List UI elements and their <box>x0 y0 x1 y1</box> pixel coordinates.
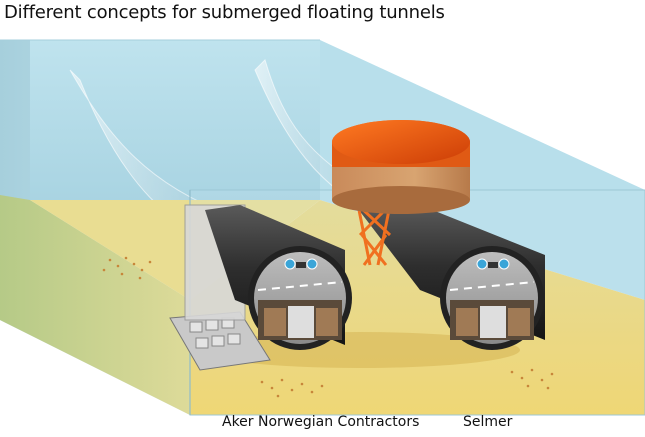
seabed-left <box>0 195 190 415</box>
diagram-title: Different concepts for submerged floatin… <box>4 2 445 23</box>
caption-aker-norwegian-contractors: Aker Norwegian Contractors <box>222 414 420 430</box>
support-truss <box>356 203 392 266</box>
selmer-tunnel-concept <box>332 120 545 350</box>
caption-selmer: Selmer <box>463 414 513 430</box>
seabed-speckles <box>102 256 554 398</box>
aker-tunnel-concept <box>169 204 352 371</box>
water-back-wall <box>30 40 320 200</box>
water-right-back <box>320 40 645 300</box>
